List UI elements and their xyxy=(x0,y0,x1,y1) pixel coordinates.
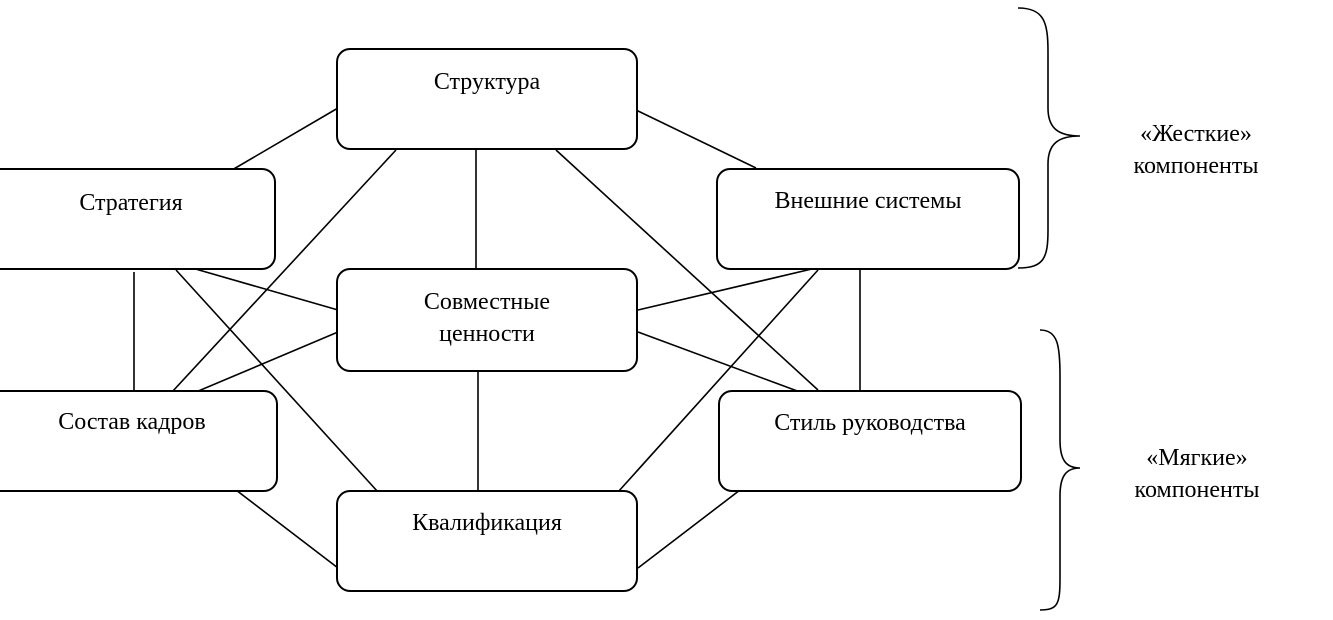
node-systems-label: Внешние системы xyxy=(774,188,962,214)
node-structure: Структура xyxy=(336,48,638,150)
node-skills: Квалификация xyxy=(336,490,638,592)
node-style-label: Стиль руководства xyxy=(774,410,966,436)
link-structure-strategy xyxy=(231,107,339,171)
node-shared-values-label: Совместные ценности xyxy=(423,289,551,347)
link-strategy-skills xyxy=(175,269,379,493)
link-strategy-values xyxy=(191,267,339,311)
link-values-staff xyxy=(195,331,339,393)
link-staff-skills xyxy=(235,489,339,569)
node-structure-label: Структура xyxy=(433,69,541,95)
node-skills-label: Квалификация xyxy=(412,510,562,536)
link-systems-skills xyxy=(617,269,819,493)
node-staff-label: Состав кадров xyxy=(58,409,206,435)
node-systems: Внешние системы xyxy=(716,168,1020,270)
link-structure-staff xyxy=(171,149,397,393)
link-systems-values xyxy=(637,267,817,311)
link-structure-systems xyxy=(635,109,757,169)
node-shared-values: Совместные ценности xyxy=(336,268,638,372)
node-style: Стиль руководства xyxy=(718,390,1022,492)
soft-components-brace xyxy=(1039,329,1081,611)
node-strategy: Стратегия xyxy=(0,168,276,270)
soft-components-label: «Мягкие» компоненты xyxy=(1134,445,1260,503)
link-values-style xyxy=(637,331,801,393)
node-strategy-label: Стратегия xyxy=(79,190,183,216)
hard-components-brace xyxy=(1017,7,1081,269)
link-structure-style xyxy=(555,149,819,391)
link-style-skills xyxy=(637,489,741,569)
node-staff: Состав кадров xyxy=(0,390,278,492)
hard-components-label: «Жесткие» компоненты xyxy=(1133,121,1259,179)
